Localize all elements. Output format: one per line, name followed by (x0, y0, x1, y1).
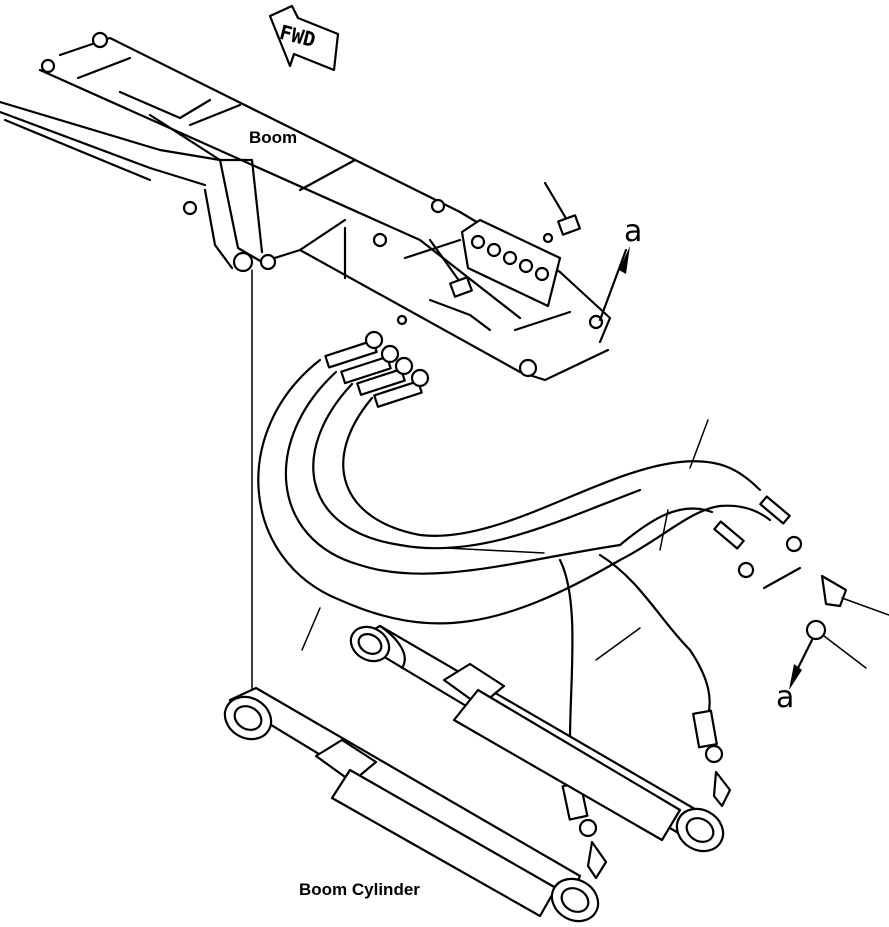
boom-cylinder-label: Boom Cylinder (299, 880, 420, 899)
hydraulic-hoses (251, 269, 772, 782)
boom-label: Boom (249, 128, 298, 147)
boom-cylinder-left (223, 686, 600, 923)
hose-end-fittings-right (713, 495, 889, 669)
hose-connector-block (460, 218, 562, 308)
reference-a-label-bottom: a (776, 680, 795, 715)
reference-arrow-icon-bottom (789, 638, 814, 690)
boom-arm (0, 31, 612, 382)
reference-arrow-icon (598, 246, 630, 322)
fwd-arrow-icon (268, 4, 340, 72)
cylinder-hose-fittings (561, 709, 732, 880)
fitting-elbow-top (542, 181, 581, 244)
reference-a-label-top: a (624, 214, 643, 249)
fitting-elbow-mid (396, 238, 473, 326)
hose-end-fittings-top (324, 330, 430, 408)
boom-cylinder-right (349, 624, 725, 853)
